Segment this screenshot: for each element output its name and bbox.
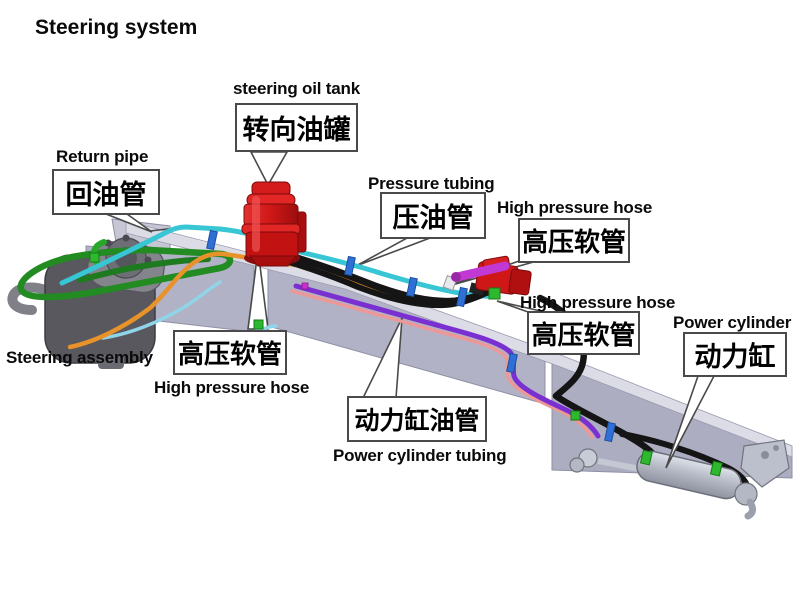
page-title: Steering system [35,16,198,39]
label-power-cylinder-tubing: Power cylinder tubing [333,446,507,465]
label-steering-assembly: Steering assembly [6,348,153,367]
callout-pressure-tubing: 压油管 [380,192,486,239]
steering-oil-tank-graphic [241,181,307,267]
callout-return-pipe: 回油管 [52,169,160,215]
callout-high-pressure-hose-left: 高压软管 [173,330,287,375]
label-high-pressure-hose-left: High pressure hose [154,378,310,397]
callout-steering-oil-tank: 转向油罐 [235,103,358,152]
callout-power-cylinder: 动力缸 [683,332,787,377]
label-pressure-tubing: Pressure tubing [368,174,495,193]
label-high-pressure-hose-top: High pressure hose [497,198,653,217]
label-steering-oil-tank: steering oil tank [233,79,360,98]
label-power-cylinder: Power cylinder [673,313,792,332]
callout-high-pressure-hose-top: 高压软管 [518,218,630,263]
power-cylinder-graphic [569,439,790,520]
callout-power-cylinder-tubing: 动力缸油管 [347,396,487,442]
label-high-pressure-hose-right: High pressure hose [520,293,676,312]
label-return-pipe: Return pipe [56,147,149,166]
steering-valve-graphic [442,255,532,300]
callout-high-pressure-hose-right: 高压软管 [527,311,640,355]
